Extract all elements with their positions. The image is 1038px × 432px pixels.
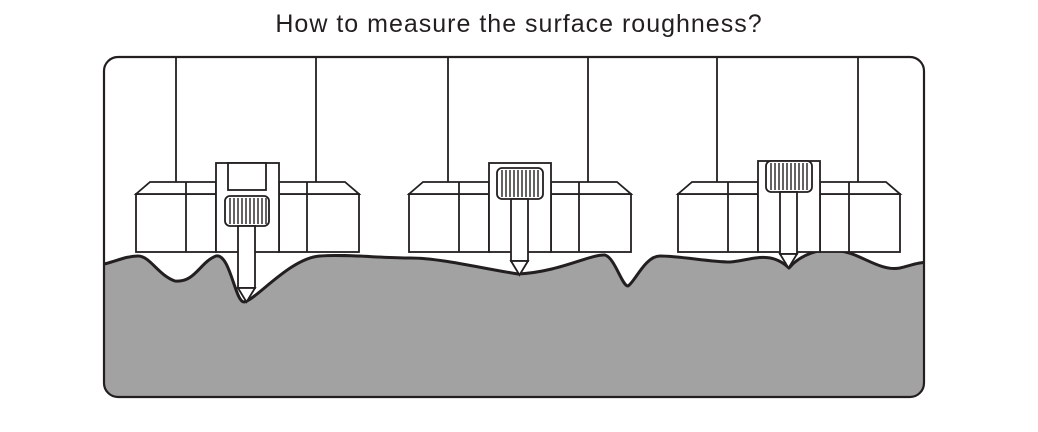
probe-stylus xyxy=(510,198,529,262)
probe-housing-left xyxy=(408,193,490,253)
probe-tip xyxy=(778,253,799,270)
probe-tip xyxy=(509,260,530,277)
probe-housing-left xyxy=(135,193,217,253)
probe-knurled-head xyxy=(496,167,544,200)
frame xyxy=(102,55,926,399)
probe-housing-right xyxy=(819,193,901,253)
probe-3 xyxy=(675,57,903,270)
probe-stylus xyxy=(779,191,798,255)
diagram-title: How to measure the surface roughness? xyxy=(275,10,763,38)
probe-2 xyxy=(406,57,634,277)
probe-knurled-head xyxy=(765,160,813,193)
probe-tip xyxy=(236,287,257,304)
probe-housing-right xyxy=(278,193,360,253)
material-surface xyxy=(104,248,924,397)
probe-stylus xyxy=(237,225,256,289)
probe-housing-left xyxy=(677,193,759,253)
probe-housing-right xyxy=(550,193,632,253)
probe-1 xyxy=(133,57,362,304)
